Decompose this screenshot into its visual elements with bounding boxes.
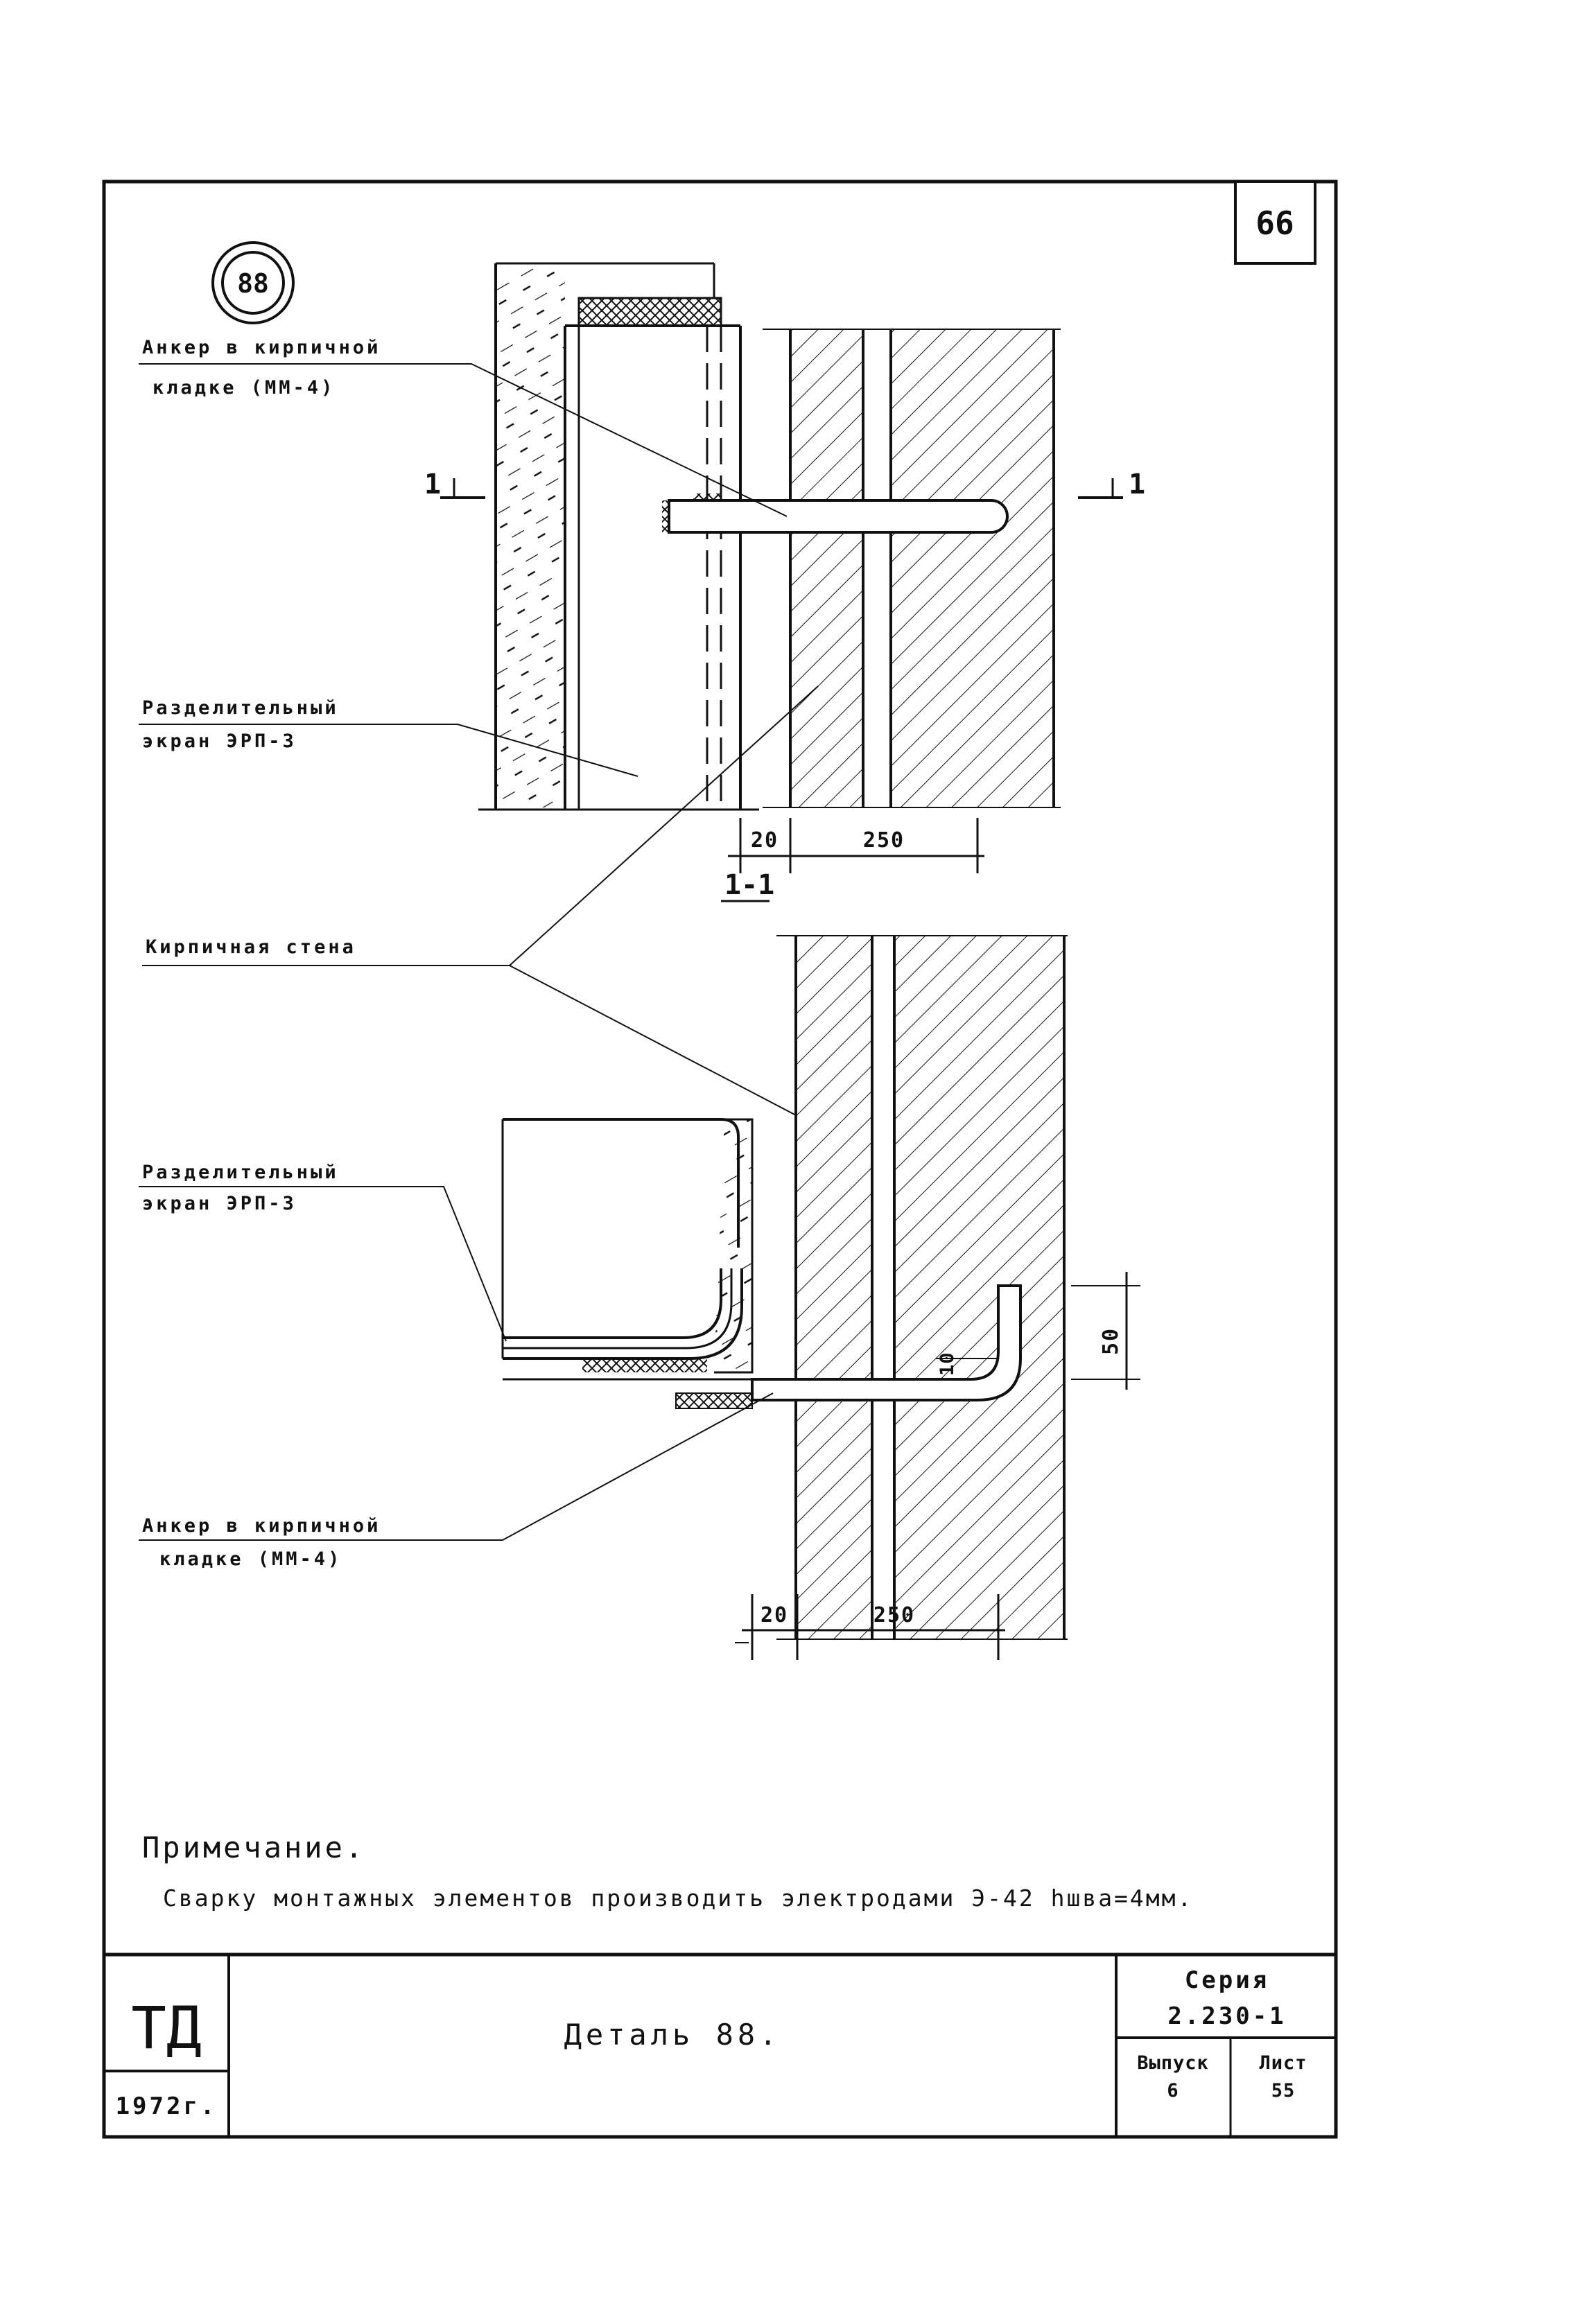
svg-text:кладке (ММ-4): кладке (ММ-4) — [159, 1548, 342, 1570]
drawing-title: Деталь 88. — [564, 2018, 781, 2052]
dim-gap-upper: 20 — [751, 828, 779, 853]
svg-text:Кирпичная стена: Кирпичная стена — [146, 936, 356, 958]
anchor-bar-lower — [751, 1284, 1022, 1401]
section-mark-left: 1 — [424, 469, 485, 500]
series-label: Серия — [1185, 1966, 1269, 1994]
sheet-value: 55 — [1271, 2080, 1296, 2102]
note-text: Сварку монтажных элементов производить э… — [163, 1885, 1193, 1912]
anchor-label-lower: Анкер в кирпичной кладке (ММ-4) — [139, 1392, 774, 1570]
issue-value: 6 — [1167, 2080, 1179, 2102]
svg-text:1: 1 — [424, 469, 441, 500]
issue-label: Выпуск — [1137, 2052, 1209, 2074]
screen-label-lower: Разделительный экран ЭРП-3 — [139, 1162, 507, 1342]
dim-gap-lower: 20 — [760, 1603, 788, 1627]
year: 1972г. — [116, 2093, 218, 2120]
org-mark: ТД — [131, 1994, 201, 2062]
enclosure-wall — [494, 262, 740, 810]
brick-wall-lower — [776, 935, 1068, 1640]
svg-text:10: 10 — [937, 1352, 958, 1376]
enclosure-box-lower — [501, 1118, 796, 1409]
section-mark-right: 1 — [1078, 469, 1145, 500]
dim-wall-lower: 250 — [873, 1603, 915, 1627]
brick-wall-upper — [763, 329, 1061, 808]
sheet-tab-number: 66 — [1255, 204, 1294, 242]
svg-text:экран ЭРП-3: экран ЭРП-3 — [142, 1193, 297, 1214]
svg-text:Анкер в кирпичной: Анкер в кирпичной — [142, 1515, 381, 1537]
dimension-lower: 20 250 — [735, 1594, 1005, 1660]
detail-mark: 88 — [211, 241, 295, 324]
sheet-label: Лист — [1259, 2052, 1307, 2074]
separating-screen — [478, 326, 759, 811]
svg-text:Анкер в кирпичной: Анкер в кирпичной — [142, 337, 381, 358]
svg-text:кладке (ММ-4): кладке (ММ-4) — [153, 377, 335, 399]
svg-text:50: 50 — [1099, 1327, 1123, 1355]
wall-label: Кирпичная стена — [142, 685, 819, 1117]
screen-label-upper: Разделительный экран ЭРП-3 — [139, 697, 638, 777]
svg-text:Разделительный: Разделительный — [142, 1162, 339, 1183]
sheet-frame — [102, 180, 1338, 2139]
anchor-label-upper: Анкер в кирпичной кладке (ММ-4) — [139, 337, 788, 517]
svg-text:1: 1 — [1129, 469, 1145, 500]
section-name: 1-1 — [721, 869, 774, 902]
svg-text:Разделительный: Разделительный — [142, 697, 339, 719]
lower-view: 10 50 Разделительный экран ЭРП-3 Анкер в… — [139, 935, 1140, 1660]
dimension-upper: 20 250 — [728, 818, 984, 873]
anchor-bar-upper — [662, 493, 1009, 534]
note-title: Примечание. — [142, 1831, 365, 1864]
dimension-hook-height: 50 — [1071, 1272, 1140, 1390]
series-value: 2.230-1 — [1167, 2002, 1286, 2030]
title-block: ТД 1972г. Деталь 88. Серия 2.230-1 Выпус… — [104, 1952, 1336, 2137]
sheet-tab: 66 — [1234, 180, 1316, 265]
dim-wall-upper: 250 — [863, 828, 905, 853]
svg-text:1-1: 1-1 — [724, 869, 774, 901]
svg-text:экран ЭРП-3: экран ЭРП-3 — [142, 731, 297, 752]
upper-view: 1 1 Анкер в кирпичной кладке (ММ-4) Разд… — [139, 262, 1145, 902]
note: Примечание. Сварку монтажных элементов п… — [142, 1831, 1193, 1912]
dimension-hook-gap: 10 — [936, 1352, 998, 1376]
detail-mark-number: 88 — [237, 268, 269, 299]
seal-strip — [577, 297, 722, 327]
